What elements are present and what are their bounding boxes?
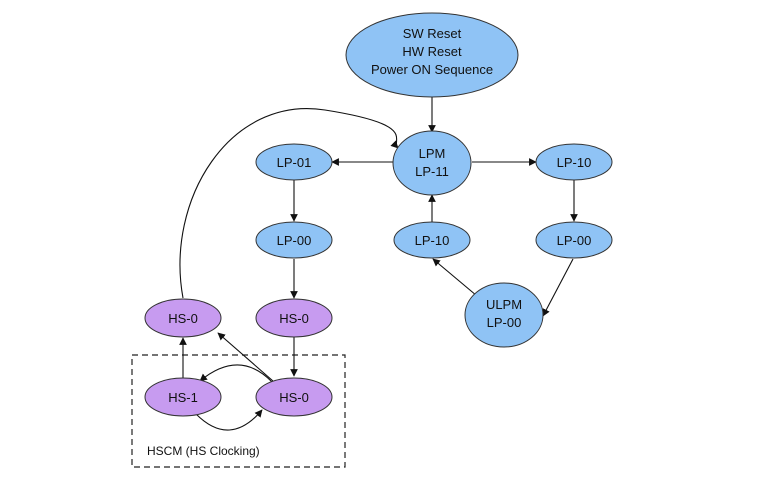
node-hs0-mid-label: HS-0 [279,311,309,326]
node-lpm-line2: LP-11 [415,164,449,179]
node-hs0-left[interactable]: HS-0 [144,298,222,338]
node-lp10-mid[interactable]: LP-10 [393,221,471,259]
edge-hs0-left-to-lpm [179,108,399,299]
edge-lp00-right-to-ulpm [542,258,574,317]
node-ulpm-line2: LP-00 [487,315,522,330]
node-hs0-mid[interactable]: HS-0 [255,298,333,338]
node-ulpm[interactable]: ULPM LP-00 [464,282,544,348]
node-reset-line1: SW Reset [403,26,462,41]
edge-hs0-bottom-to-hs1 [199,364,274,384]
node-reset-line3: Power ON Sequence [371,62,493,77]
node-lp00-left-label: LP-00 [277,233,312,248]
node-lp10-mid-label: LP-10 [415,233,450,248]
node-reset-line2: HW Reset [402,44,462,59]
node-ulpm-line1: ULPM [486,297,522,312]
node-lp10-right[interactable]: LP-10 [535,143,613,181]
node-lp10-right-label: LP-10 [557,155,592,170]
node-lp00-right[interactable]: LP-00 [535,221,613,259]
node-hs0-bottom[interactable]: HS-0 [255,377,333,417]
node-reset[interactable]: SW Reset HW Reset Power ON Sequence [345,12,519,98]
node-lp00-right-label: LP-00 [557,233,592,248]
node-hs0-bottom-label: HS-0 [279,390,309,405]
node-lpm[interactable]: LPM LP-11 [392,130,472,196]
hscm-group-label: HSCM (HS Clocking) [147,444,260,458]
node-hs0-left-label: HS-0 [168,311,198,326]
node-lp00-left[interactable]: LP-00 [255,221,333,259]
node-lp01-label: LP-01 [277,155,312,170]
node-lpm-line1: LPM [419,146,446,161]
node-hs1[interactable]: HS-1 [144,377,222,417]
node-lp01[interactable]: LP-01 [255,143,333,181]
node-hs1-label: HS-1 [168,390,198,405]
edges [179,97,578,431]
edge-hs0-bottom-to-hs0-left [217,332,274,382]
hscm-group-box [131,354,346,468]
edge-hs1-to-hs0-bottom [195,409,263,431]
